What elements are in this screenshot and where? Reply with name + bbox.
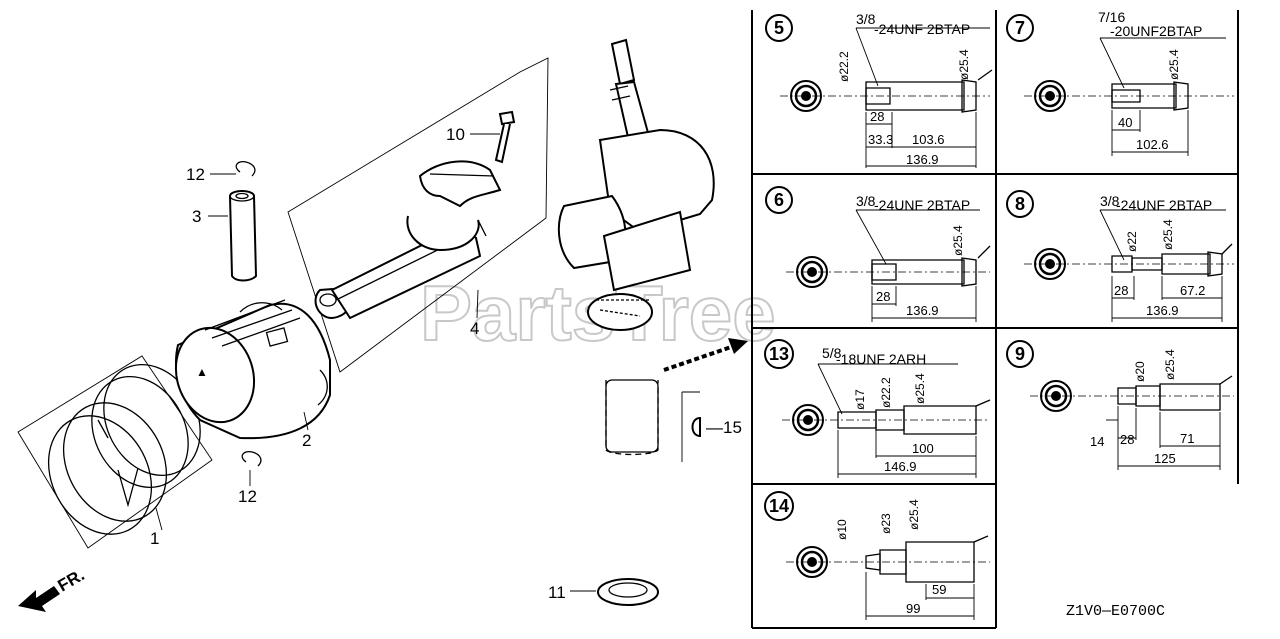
svg-text:ø22: ø22 xyxy=(1125,231,1139,252)
svg-text:-18UNF 2ARH: -18UNF 2ARH xyxy=(836,351,926,367)
svg-text:33.3: 33.3 xyxy=(868,132,893,147)
svg-text:3/8: 3/8 xyxy=(1100,193,1120,209)
svg-text:59: 59 xyxy=(932,582,946,597)
variant-grid xyxy=(751,10,1239,629)
diagram-code: Z1V0—E0700C xyxy=(1066,603,1165,620)
svg-text:-24UNF 2BTAP: -24UNF 2BTAP xyxy=(1116,197,1212,213)
svg-text:40: 40 xyxy=(1118,115,1132,130)
callout-2: 2 xyxy=(302,431,311,450)
svg-text:6: 6 xyxy=(774,190,784,210)
svg-text:28: 28 xyxy=(870,109,884,124)
piston-pin-clip-lower[interactable] xyxy=(241,450,262,467)
svg-text:3/8: 3/8 xyxy=(856,193,876,209)
svg-text:ø17: ø17 xyxy=(853,389,867,410)
svg-text:99: 99 xyxy=(906,601,920,616)
svg-text:ø25.4: ø25.4 xyxy=(1161,219,1175,250)
svg-text:8: 8 xyxy=(1015,194,1025,214)
variant-7[interactable]: 7 7/16 -20UNF2BTAP ø25.4 40 102.6 xyxy=(1006,9,1234,156)
svg-text:13: 13 xyxy=(769,344,789,364)
washer[interactable] xyxy=(597,578,659,606)
callout-15: —15 xyxy=(706,418,742,437)
variant-5[interactable]: 5 3/8 -24UNF 2BTAP ø22.2 ø25.4 28 33.3 1… xyxy=(765,11,993,168)
svg-text:ø25.4: ø25.4 xyxy=(957,49,971,80)
svg-text:5/8: 5/8 xyxy=(822,345,842,361)
svg-text:28: 28 xyxy=(1120,432,1134,447)
svg-text:-20UNF2BTAP: -20UNF2BTAP xyxy=(1110,23,1202,39)
svg-text:103.6: 103.6 xyxy=(912,132,945,147)
front-arrow xyxy=(18,586,60,612)
svg-text:ø25.4: ø25.4 xyxy=(951,225,965,256)
variant-arrow xyxy=(663,338,748,372)
svg-text:ø20: ø20 xyxy=(1133,361,1147,382)
svg-text:146.9: 146.9 xyxy=(884,459,917,474)
piston[interactable]: ▲ xyxy=(164,299,331,440)
svg-text:125: 125 xyxy=(1154,451,1176,466)
piston-pin[interactable] xyxy=(229,190,258,282)
svg-text:ø10: ø10 xyxy=(835,519,849,540)
svg-text:136.9: 136.9 xyxy=(906,152,939,167)
svg-text:ø25.4: ø25.4 xyxy=(907,499,921,530)
variant-8[interactable]: 8 3/8 -24UNF 2BTAP ø22 ø25.4 28 67.2 136… xyxy=(1006,190,1234,322)
variant-14[interactable]: 14 ø10 ø23 ø25.4 59 99 xyxy=(764,491,990,620)
svg-text:-24UNF 2BTAP: -24UNF 2BTAP xyxy=(874,21,970,37)
svg-text:7/16: 7/16 xyxy=(1098,9,1125,25)
callout-12-lower: 12 xyxy=(238,487,257,506)
callout-12-upper: 12 xyxy=(186,165,205,184)
svg-text:ø22.2: ø22.2 xyxy=(879,377,893,408)
svg-text:7: 7 xyxy=(1015,18,1025,38)
svg-text:9: 9 xyxy=(1015,344,1025,364)
svg-text:ø25.4: ø25.4 xyxy=(1163,349,1177,380)
variant-6[interactable]: 6 3/8 -24UNF 2BTAP ø25.4 28 136.9 xyxy=(765,186,991,322)
front-label: FR. xyxy=(55,565,88,595)
woodruff-key[interactable] xyxy=(681,391,701,462)
connecting-rod-bolt[interactable] xyxy=(494,110,516,164)
svg-text:5: 5 xyxy=(774,18,784,38)
callout-10: 10 xyxy=(446,125,465,144)
callout-4: 4 xyxy=(470,319,479,338)
callout-11: 11 xyxy=(548,583,566,602)
svg-text:28: 28 xyxy=(1114,283,1128,298)
callout-1: 1 xyxy=(150,529,159,548)
svg-text:▲: ▲ xyxy=(196,365,208,379)
svg-text:67.2: 67.2 xyxy=(1180,283,1205,298)
svg-text:3/8: 3/8 xyxy=(856,11,876,27)
svg-text:14: 14 xyxy=(769,496,789,516)
variant-9[interactable]: 9 ø20 ø25.4 14 28 71 125 xyxy=(1006,340,1234,470)
svg-text:136.9: 136.9 xyxy=(906,303,939,318)
svg-text:100: 100 xyxy=(912,441,934,456)
svg-text:ø23: ø23 xyxy=(879,513,893,534)
svg-text:-24UNF 2BTAP: -24UNF 2BTAP xyxy=(874,197,970,213)
svg-text:71: 71 xyxy=(1180,431,1194,446)
svg-text:102.6: 102.6 xyxy=(1136,137,1169,152)
callout-3: 3 xyxy=(192,207,201,226)
svg-text:ø22.2: ø22.2 xyxy=(837,51,851,82)
svg-text:ø25.4: ø25.4 xyxy=(1167,49,1181,80)
connecting-rod-assembly[interactable] xyxy=(287,57,549,373)
crankshaft[interactable] xyxy=(557,38,715,456)
svg-text:28: 28 xyxy=(876,289,890,304)
svg-text:14: 14 xyxy=(1090,434,1104,449)
piston-pin-clip-upper[interactable] xyxy=(235,160,256,177)
svg-text:136.9: 136.9 xyxy=(1146,303,1179,318)
variant-13[interactable]: 13 5/8 -18UNF 2ARH ø17 ø22.2 ø25.4 100 1… xyxy=(764,339,991,478)
svg-text:ø25.4: ø25.4 xyxy=(913,373,927,404)
